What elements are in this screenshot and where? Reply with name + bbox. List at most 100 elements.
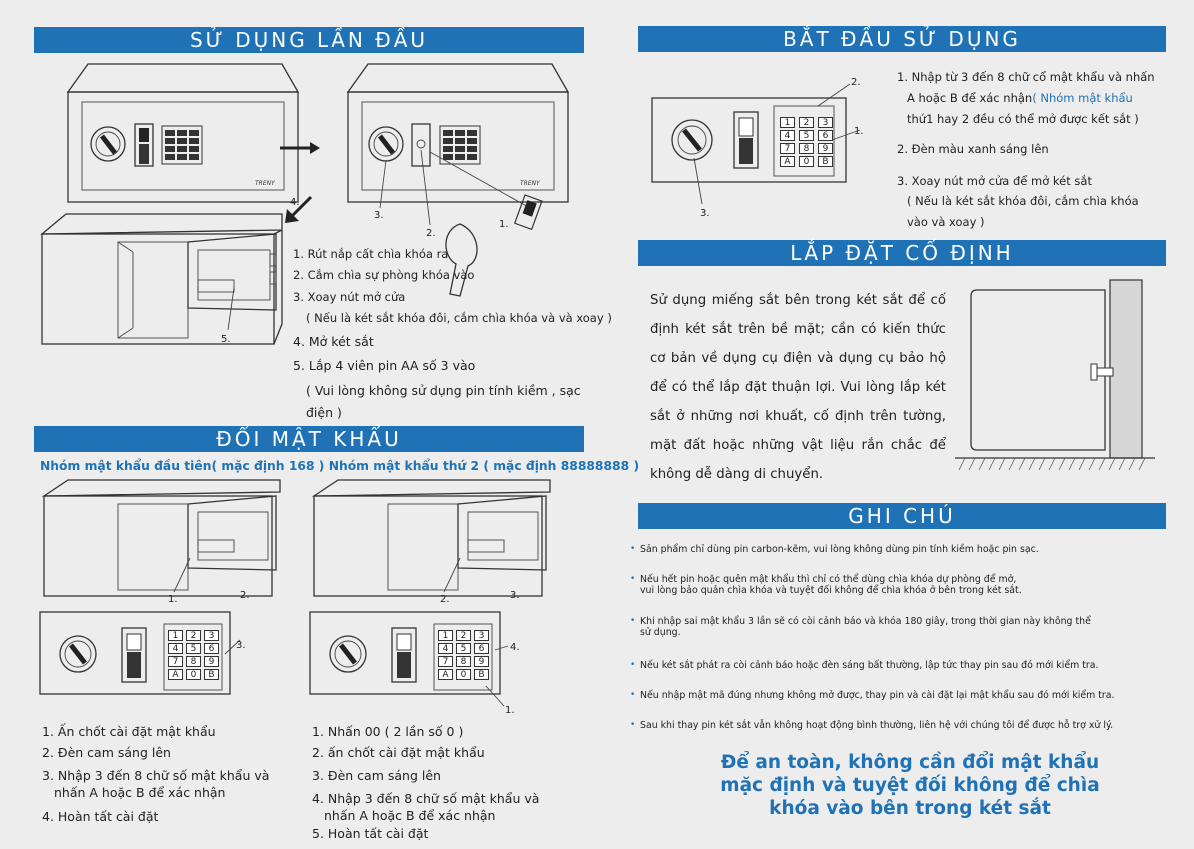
key-1: 1 [780,117,795,128]
key-0: 0 [456,669,471,680]
open-safe-illustration [40,213,283,345]
first-use-step-3: 3. Xoay nút mở cửa [293,290,406,304]
group1-step-3: 3. Nhập 3 đến 8 chữ số mật khẩu và [42,768,270,783]
install-body: Sử dụng miếng sắt bên trong két sắt để c… [650,293,946,482]
key-0: 0 [799,156,814,167]
start-callout-1: 1. [854,126,864,137]
first-use-step-5-note: ( Vui lòng không sử dụng pin tính kiềm ,… [306,383,581,398]
key-illustration [445,223,478,297]
key-9: 9 [818,143,833,154]
group2-keypad-panel [309,611,509,707]
key-5: 5 [456,643,471,654]
note-item-2-line-2: vui lòng bảo quản chìa khóa và tuyệt đối… [640,585,1022,596]
svg-text:TRENY: TRENY [520,180,541,187]
key-6: 6 [204,643,219,654]
group1-step-1: 1. Ấn chốt cài đặt mật khẩu [42,724,216,739]
key-b: B [474,669,489,680]
start-step-3-note-2: vào và xoay ) [907,215,985,229]
key-2: 2 [799,117,814,128]
group2-step-5: 5. Hoàn tất cài đặt [312,826,429,841]
group1-keypad: 1 2 3 4 5 6 7 8 9 A 0 B [168,630,220,680]
group2-step-2: 2. ấn chốt cài đặt mật khẩu [312,745,485,760]
key-3: 3 [818,117,833,128]
group2-callout-4: 4. [510,642,520,653]
key-b: B [818,156,833,167]
group2-step-4: 4. Nhập 3 đến 8 chữ số mật khẩu và [312,791,540,806]
group1-callout-2: 2. [240,590,250,601]
note-item-3-line-1: Khi nhập sai mật khẩu 3 lần sẽ có còi cả… [640,616,1091,627]
key-a: A [438,669,453,680]
key-6: 6 [818,130,833,141]
note-item-2-line-1: Nếu hết pin hoặc quên mật khẩu thì chỉ c… [640,574,1017,585]
start-step-3: 3. Xoay nút mở cửa để mở két sắt [897,174,1092,188]
key-0: 0 [186,669,201,680]
key-a: A [780,156,795,167]
key-2: 2 [186,630,201,641]
start-step-1-cont: A hoặc B để xác nhận( Nhóm mật khẩu [907,91,1133,105]
first-use-step-3-note: ( Nếu là két sắt khóa đôi, cắm chìa khóa… [306,311,612,325]
note-item-6: Sau khi thay pin két sắt vẫn không hoạt … [630,720,1190,731]
notes-banner: GHI CHÚ [638,503,1166,529]
key-8: 8 [456,656,471,667]
start-step-1-cont-text: A hoặc B để xác nhận [907,91,1033,105]
first-use-step-4: 4. Mở két sắt [293,334,374,349]
first-use-step-2: 2. Cắm chìa sự phòng khóa vào [293,268,475,282]
note-item-2: Nếu hết pin hoặc quên mật khẩu thì chỉ c… [630,574,1190,596]
note-item-4: Nếu két sắt phát ra còi cảnh báo hoặc đè… [630,660,1190,671]
note-item-1: Sản phẩm chỉ dùng pin carbon-kẽm, vui lò… [630,544,1190,555]
group2-callout-1: 1. [505,705,515,716]
key-6: 6 [474,643,489,654]
callout-2: 2. [426,228,436,239]
start-step-2: 2. Đèn màu xanh sáng lên [897,142,1049,156]
group2-callout-2: 2. [440,594,450,605]
first-use-step-5-note-2: điện ) [306,405,342,420]
brand-label: TRENY [255,180,276,187]
group1-keypad-panel [39,611,241,695]
key-b: B [204,669,219,680]
key-4: 4 [438,643,453,654]
start-step-3-note: ( Nếu là két sắt khóa đôi, cắm chìa khóa [907,194,1139,208]
first-use-step-1: 1. Rút nắp cất chìa khóa ra [293,247,449,261]
group2-step-4-cont: nhấn A hoặc B để xác nhận [324,808,496,823]
callout-3: 3. [374,210,384,221]
group1-step-2: 2. Đèn cam sáng lên [42,745,171,760]
group1-callout-1: 1. [168,594,178,605]
group2-keypad: 1 2 3 4 5 6 7 8 9 A 0 B [438,630,490,680]
key-1: 1 [438,630,453,641]
key-4: 4 [780,130,795,141]
arrow-right-icon [280,142,320,154]
key-5: 5 [799,130,814,141]
start-step-1-note-2: thứ1 hay 2 đều có thể mở được kết sắt ) [907,112,1139,126]
key-3: 3 [204,630,219,641]
callout-4: 4. [290,197,300,208]
change-password-subtitle: Nhóm mật khẩu đầu tiên( mặc định 168 ) N… [40,459,640,473]
key-8: 8 [799,143,814,154]
group1-callout-3: 3. [236,640,246,651]
callout-5: 5. [221,334,231,345]
key-a: A [168,669,183,680]
start-keypad: 1 2 3 4 5 6 7 8 9 A 0 B [780,117,836,167]
install-banner: LẮP ĐẶT CỐ ĐỊNH [638,240,1166,266]
key-5: 5 [186,643,201,654]
start-step-1: 1. Nhập từ 3 đến 8 chữ cổ mật khẩu và nh… [897,70,1155,84]
group1-step-4: 4. Hoàn tất cài đặt [42,809,159,824]
safe-front-illustration: TRENY [66,63,300,203]
note-item-3: Khi nhập sai mật khẩu 3 lần sẽ có còi cả… [630,616,1190,638]
start-step-1-note: ( Nhóm mật khẩu [1032,91,1133,105]
key-4: 4 [168,643,183,654]
first-use-banner: SỬ DỤNG LẦN ĐẦU [34,27,584,53]
key-9: 9 [474,656,489,667]
start-use-banner: BẮT ĐẦU SỬ DỤNG [638,26,1166,52]
key-7: 7 [438,656,453,667]
start-callout-2: 2. [851,77,861,88]
group2-step-3: 3. Đèn cam sáng lên [312,768,441,783]
group1-step-3-cont: nhấn A hoặc B để xác nhận [54,785,226,800]
safe-key-illustration: TRENY [346,63,570,231]
group1-open-safe-illustration [41,479,281,597]
start-callout-3: 3. [700,208,710,219]
note-item-3-line-2: sử dụng. [640,627,681,638]
group2-open-safe-illustration [311,479,551,597]
key-3: 3 [474,630,489,641]
first-use-step-5: 5. Lắp 4 viên pin AA số 3 vào [293,358,476,373]
group2-step-1: 1. Nhấn 00 ( 2 lần số 0 ) [312,724,464,739]
